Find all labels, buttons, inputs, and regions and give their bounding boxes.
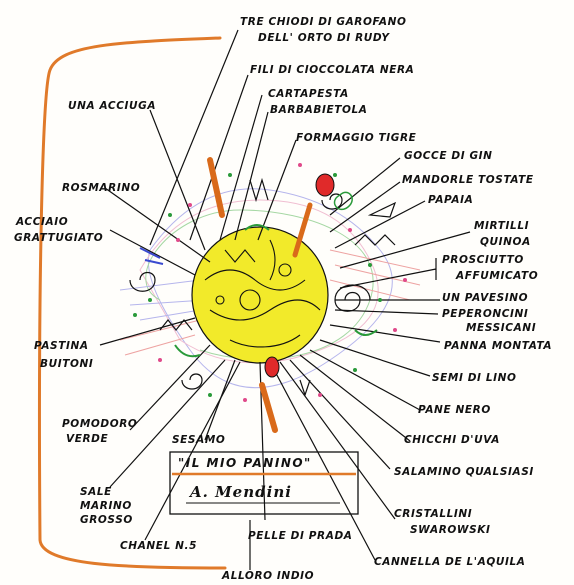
label-cioccolata: FILI DI CIOCCOLATA NERA xyxy=(250,64,414,76)
label-acciaio: ACCIAIO xyxy=(16,216,68,228)
label-panna: PANNA MONTATA xyxy=(444,340,552,352)
label-prosciutto: PROSCIUTTO xyxy=(442,254,524,266)
label-papaia: PAPAIA xyxy=(428,194,473,206)
label-pane: PANE NERO xyxy=(418,404,491,416)
label-peperoncini: PEPERONCINI xyxy=(442,308,528,320)
label-barbabietola: BARBABIETOLA xyxy=(270,104,368,116)
label-rosmarino: ROSMARINO xyxy=(62,182,140,194)
label-grosso: GROSSO xyxy=(80,514,133,526)
label-chanel: CHANEL N.5 xyxy=(120,540,197,552)
label-formaggio: FORMAGGIO TIGRE xyxy=(296,132,416,144)
label-buitoni: BUITONI xyxy=(40,358,93,370)
label-cannella: CANNELLA DE L'AQUILA xyxy=(374,556,526,568)
drawing-title: "IL MIO PANINO" xyxy=(178,456,312,470)
label-gin: GOCCE DI GIN xyxy=(404,150,493,162)
label-pomodoro: POMODORO xyxy=(62,418,137,430)
bun xyxy=(192,227,328,363)
label-mandorle: MANDORLE TOSTATE xyxy=(402,174,534,186)
label-quinoa: QUINOA xyxy=(480,236,531,248)
label-semi: SEMI DI LINO xyxy=(432,372,517,384)
label-orto-rudy: DELL' ORTO DI RUDY xyxy=(258,32,390,44)
label-acciuga: UNA ACCIUGA xyxy=(68,100,156,112)
label-affumicato: AFFUMICATO xyxy=(456,270,538,282)
label-salamino: SALAMINO QUALSIASI xyxy=(394,466,534,478)
label-messicani: MESSICANI xyxy=(466,322,536,334)
label-sale: SALE xyxy=(80,486,112,498)
label-cartapesta: CARTAPESTA xyxy=(268,88,349,100)
label-mirtilli: MIRTILLI xyxy=(474,220,529,232)
label-chiodi-garofano: TRE CHIODI DI GAROFANO xyxy=(240,16,407,28)
label-swarowski: SWAROWSKI xyxy=(410,524,491,536)
label-pastina: PASTINA xyxy=(34,340,89,352)
label-verde: VERDE xyxy=(66,433,108,445)
label-alloro: ALLORO INDIO xyxy=(222,570,314,582)
artist-signature: A. Mendini xyxy=(190,483,292,501)
label-cristallini: CRISTALLINI xyxy=(394,508,472,520)
label-marino: MARINO xyxy=(80,500,132,512)
label-pelle: PELLE DI PRADA xyxy=(248,530,353,542)
label-sesamo: SESAMO xyxy=(172,434,225,446)
label-chicchi: CHICCHI D'UVA xyxy=(404,434,500,446)
label-grattugiato: GRATTUGIATO xyxy=(14,232,103,244)
label-pavesino: UN PAVESINO xyxy=(442,292,528,304)
